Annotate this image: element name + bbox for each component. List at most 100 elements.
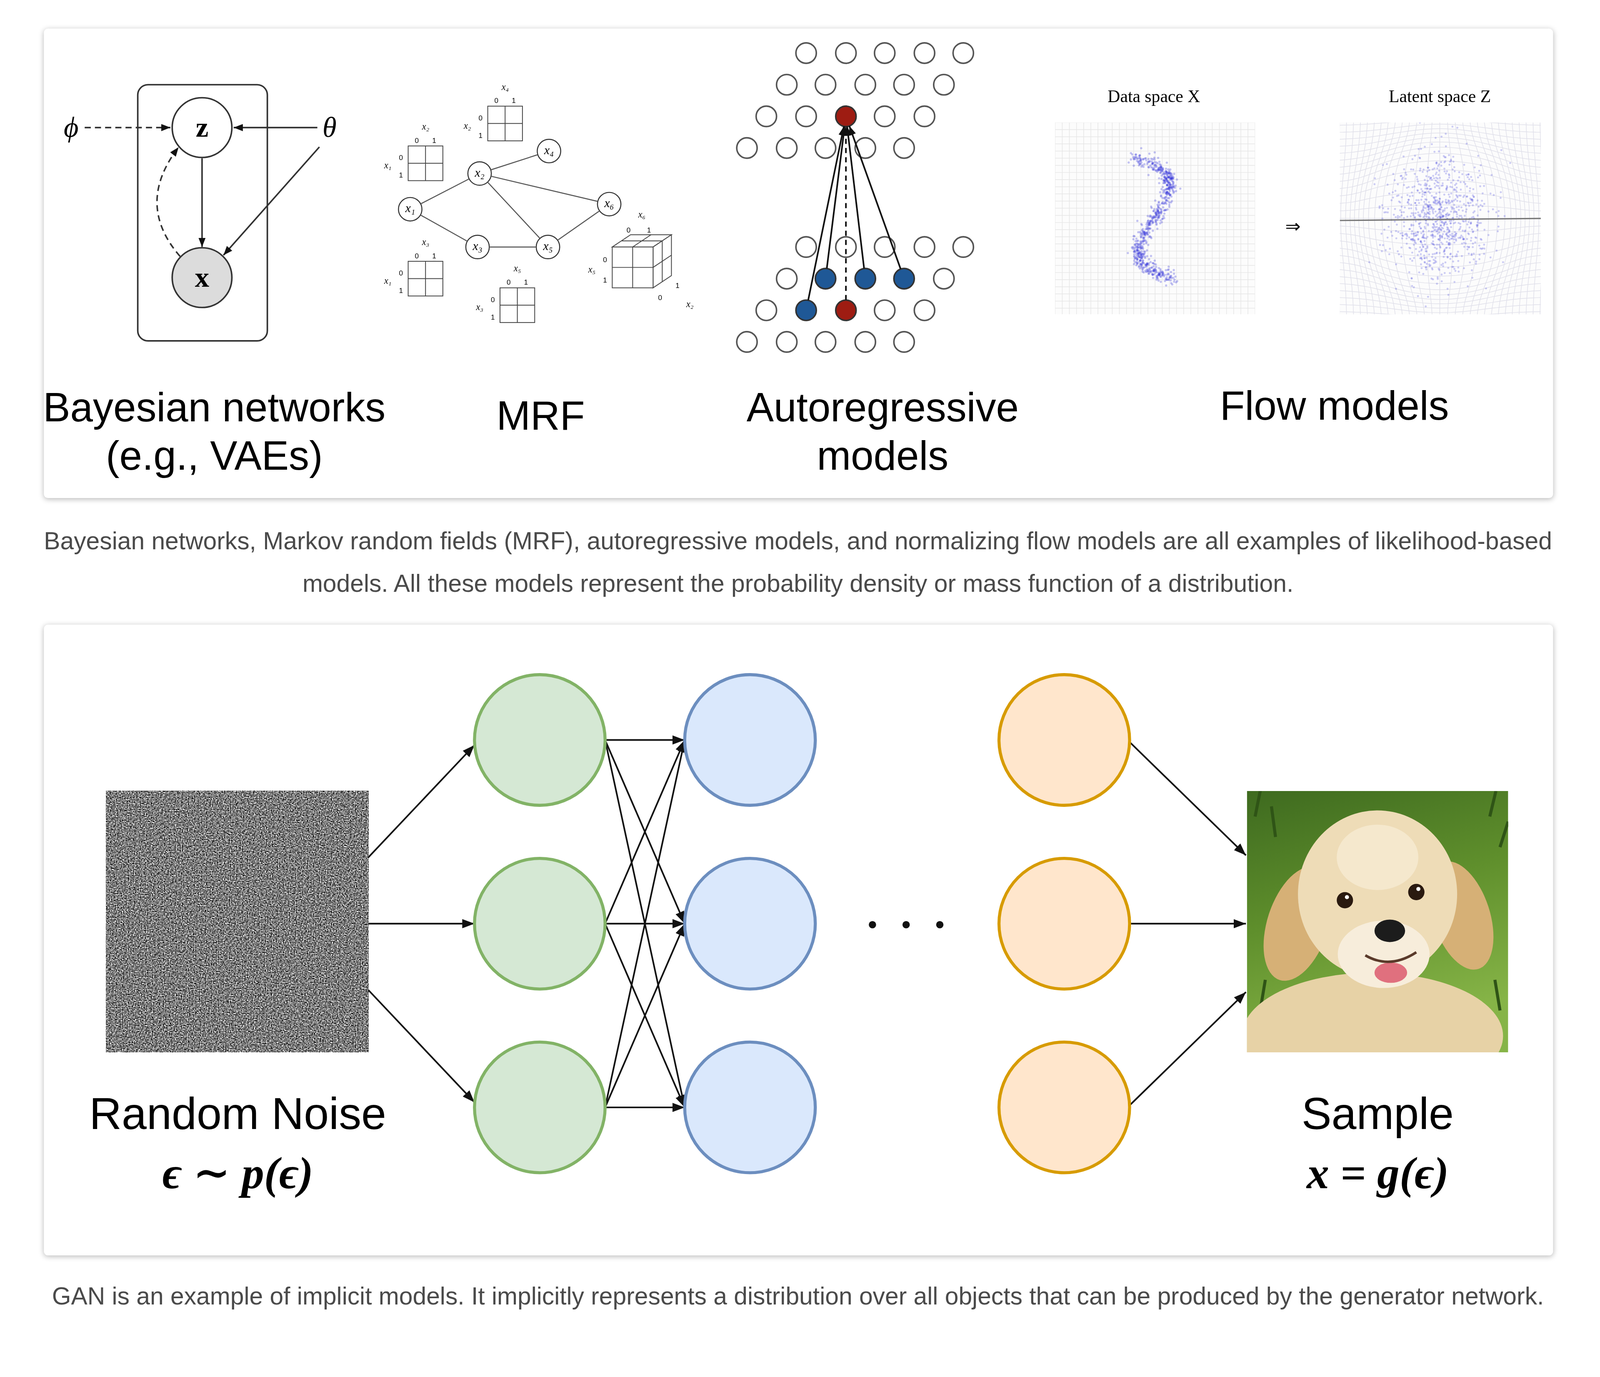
connector — [421, 179, 469, 204]
data-point — [1139, 259, 1142, 262]
latent-point — [1425, 268, 1428, 271]
latent-point — [1408, 236, 1411, 239]
latent-point — [1438, 197, 1441, 200]
latent-point — [1422, 235, 1425, 238]
table-axis-label-box: x₂ — [686, 292, 694, 312]
grid-line — [1055, 150, 1255, 152]
data-point — [1161, 274, 1164, 277]
latent-point — [1378, 207, 1381, 210]
data-point — [1143, 231, 1146, 234]
latent-point — [1453, 166, 1456, 169]
latent-point — [1465, 237, 1468, 240]
latent-point — [1451, 168, 1454, 171]
data-point — [1153, 164, 1156, 167]
latent-point — [1435, 199, 1438, 202]
data-point — [1142, 236, 1145, 239]
latent-point — [1474, 241, 1477, 244]
latent-point — [1427, 224, 1430, 227]
latent-point — [1483, 202, 1486, 205]
warped-grid-line — [1340, 137, 1541, 154]
latent-point — [1413, 172, 1416, 175]
data-space-plot — [1055, 122, 1255, 315]
data-point — [1143, 162, 1146, 165]
data-point — [1151, 219, 1154, 222]
latent-point — [1400, 196, 1403, 199]
latent-point — [1393, 220, 1396, 223]
latent-point — [1447, 293, 1450, 296]
latent-point — [1398, 215, 1401, 218]
latent-point — [1424, 198, 1427, 201]
latent-point — [1465, 195, 1468, 198]
pixel — [776, 74, 798, 95]
latent-point — [1424, 187, 1427, 190]
table-axis-label: 0 — [506, 278, 511, 286]
data-point — [1175, 178, 1178, 181]
latent-point — [1445, 213, 1448, 216]
latent-point — [1412, 214, 1415, 217]
latent-point — [1471, 204, 1474, 207]
data-point — [1155, 169, 1158, 172]
latent-point — [1433, 246, 1436, 249]
latent-point — [1435, 179, 1438, 182]
data-point — [1140, 263, 1143, 266]
latent-point — [1461, 229, 1464, 232]
table-axis-label-box: 0 — [626, 218, 631, 237]
table-axis-label: 0 — [494, 97, 499, 105]
latent-point — [1467, 246, 1470, 249]
latent-point — [1443, 167, 1446, 170]
latent-point — [1423, 225, 1426, 228]
latent-point — [1385, 211, 1388, 214]
data-point — [1165, 184, 1168, 187]
warped-grid-line — [1340, 124, 1541, 133]
latent-point — [1413, 185, 1416, 188]
latent-point — [1462, 220, 1465, 223]
latent-point — [1432, 227, 1435, 230]
table-axis-label: 1 — [602, 276, 608, 284]
latent-point — [1438, 197, 1441, 200]
grid-line — [1055, 307, 1255, 309]
data-point — [1144, 263, 1147, 266]
latent-point — [1462, 202, 1465, 205]
factor-tables — [408, 106, 672, 323]
latent-point — [1440, 224, 1443, 227]
latent-point — [1432, 175, 1435, 178]
latent-point — [1442, 232, 1445, 235]
latent-point — [1432, 278, 1435, 281]
latent-point — [1444, 160, 1447, 163]
data-point — [1145, 270, 1148, 273]
cube-side-face — [652, 234, 672, 288]
latent-point — [1467, 233, 1470, 236]
latent-point — [1418, 191, 1421, 194]
latent-point — [1417, 211, 1420, 214]
latent-point — [1477, 176, 1480, 179]
latent-point — [1410, 232, 1413, 235]
latent-point — [1433, 201, 1436, 204]
latent-point — [1426, 166, 1429, 169]
latent-point — [1395, 230, 1398, 233]
latent-point — [1381, 217, 1384, 220]
latent-point — [1435, 251, 1438, 254]
pixel — [874, 106, 895, 127]
model-heading-box: Flow models — [1220, 381, 1450, 429]
data-point — [1166, 200, 1169, 203]
latent-point — [1400, 174, 1403, 177]
pixel — [914, 106, 935, 127]
data-point — [1172, 191, 1175, 194]
latent-point — [1440, 205, 1443, 208]
warped-grid-line — [1340, 180, 1541, 197]
latent-point — [1410, 168, 1413, 171]
latent-point — [1411, 230, 1414, 233]
data-point — [1163, 196, 1166, 199]
axis-line — [1340, 218, 1541, 221]
data-point — [1147, 157, 1150, 160]
latent-point — [1421, 192, 1424, 195]
latent-point — [1445, 223, 1448, 226]
table-axis-label-box: 1 — [647, 218, 652, 237]
latent-point — [1460, 216, 1463, 219]
latent-point — [1379, 243, 1382, 246]
latent-point — [1462, 195, 1465, 198]
data-point — [1157, 215, 1160, 218]
data-point — [1165, 183, 1168, 186]
data-point — [1133, 248, 1136, 251]
latent-point — [1497, 215, 1500, 218]
